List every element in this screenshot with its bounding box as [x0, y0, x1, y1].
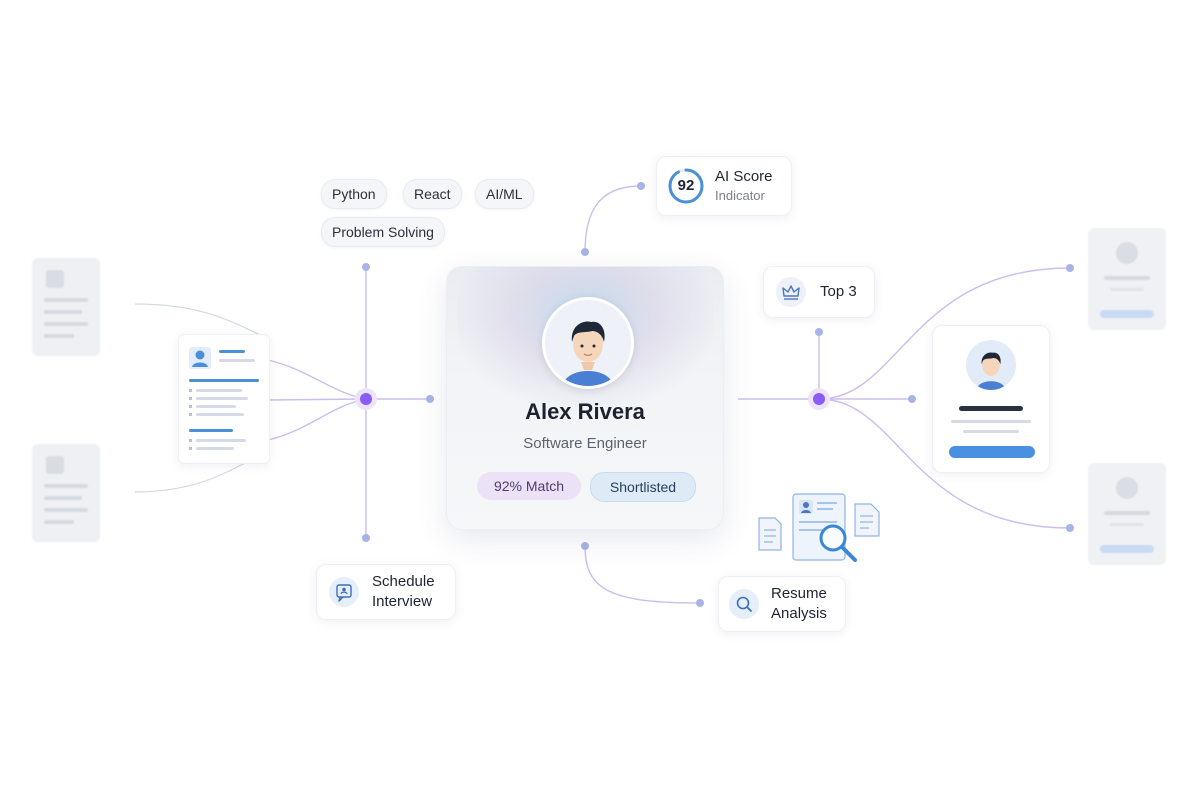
endpoint-dot [1066, 524, 1074, 532]
resume-analysis-line1: Resume [771, 585, 827, 602]
skill-chip-python[interactable]: Python [321, 179, 387, 209]
connector-resume-to-left-hub-1 [267, 359, 367, 400]
endpoint-dot [815, 328, 823, 336]
right-hub-dot [813, 393, 825, 405]
resume-analysis-line2: Analysis [771, 605, 827, 622]
profile-detail-line [963, 430, 1019, 433]
resume-document[interactable] [178, 334, 270, 464]
schedule-interview-card[interactable]: Schedule Interview [316, 564, 456, 620]
status-badge: Shortlisted [590, 472, 696, 502]
person-avatar-icon [976, 352, 1006, 390]
resume-document-icon [189, 347, 259, 450]
candidate-card[interactable]: Alex Rivera Software Engineer 92% Match … [446, 266, 724, 530]
blurred-profile-bottom-right [1088, 463, 1166, 565]
match-badge: 92% Match [477, 472, 581, 500]
skill-chip-problem-solving[interactable]: Problem Solving [321, 217, 445, 247]
search-icon-badge [729, 589, 759, 619]
candidate-role: Software Engineer [523, 435, 647, 452]
ai-score-title: AI Score [715, 168, 773, 185]
skill-chip-aiml[interactable]: AI/ML [475, 179, 534, 209]
crown-icon-badge [776, 277, 806, 307]
left-hub-dot [360, 393, 372, 405]
profile-detail-line [951, 420, 1031, 423]
selected-profile-card[interactable] [932, 325, 1050, 473]
endpoint-dot [637, 182, 645, 190]
endpoint-dot [581, 248, 589, 256]
connector-resume-to-left-hub-2 [267, 398, 367, 401]
resume-analysis-card[interactable]: Resume Analysis [718, 576, 846, 632]
endpoint-dot [1066, 264, 1074, 272]
top-rank-label: Top 3 [820, 283, 857, 300]
endpoint-dot [426, 395, 434, 403]
endpoint-dot [362, 263, 370, 271]
schedule-interview-line2: Interview [372, 593, 433, 610]
top-rank-card[interactable]: Top 3 [763, 266, 875, 318]
skill-chip-react[interactable]: React [403, 179, 462, 209]
ai-score-subtitle: Indicator [715, 188, 765, 203]
endpoint-dot [362, 534, 370, 542]
calendar-chat-icon-badge [329, 577, 359, 607]
candidate-name: Alex Rivera [525, 399, 645, 424]
profile-avatar [966, 340, 1016, 390]
ai-score-ring [668, 168, 704, 204]
ai-score-card[interactable]: 92 AI Score Indicator [656, 156, 792, 216]
endpoint-dot [908, 395, 916, 403]
search-icon [736, 596, 752, 612]
connector-center-to-score [584, 185, 642, 253]
calendar-chat-icon [336, 584, 352, 602]
person-avatar-icon [545, 300, 631, 386]
schedule-interview-line1: Schedule [372, 573, 435, 590]
ai-score-value: 92 [677, 177, 695, 194]
profile-action-button[interactable] [949, 446, 1035, 458]
crown-icon [782, 285, 800, 300]
resume-magnifier-illustration [758, 493, 880, 562]
endpoint-dot [696, 599, 704, 607]
connector-center-to-analysis [584, 545, 701, 604]
left-hub-halo [355, 388, 377, 410]
blurred-resume-top-left [32, 258, 100, 356]
blurred-profile-top-right [1088, 228, 1166, 330]
connector-resume-to-left-hub-3 [267, 398, 367, 441]
right-hub-halo [808, 388, 830, 410]
blurred-resume-bottom-left [32, 444, 100, 542]
avatar [542, 297, 634, 389]
endpoint-dot [581, 542, 589, 550]
profile-name-line [959, 406, 1023, 411]
